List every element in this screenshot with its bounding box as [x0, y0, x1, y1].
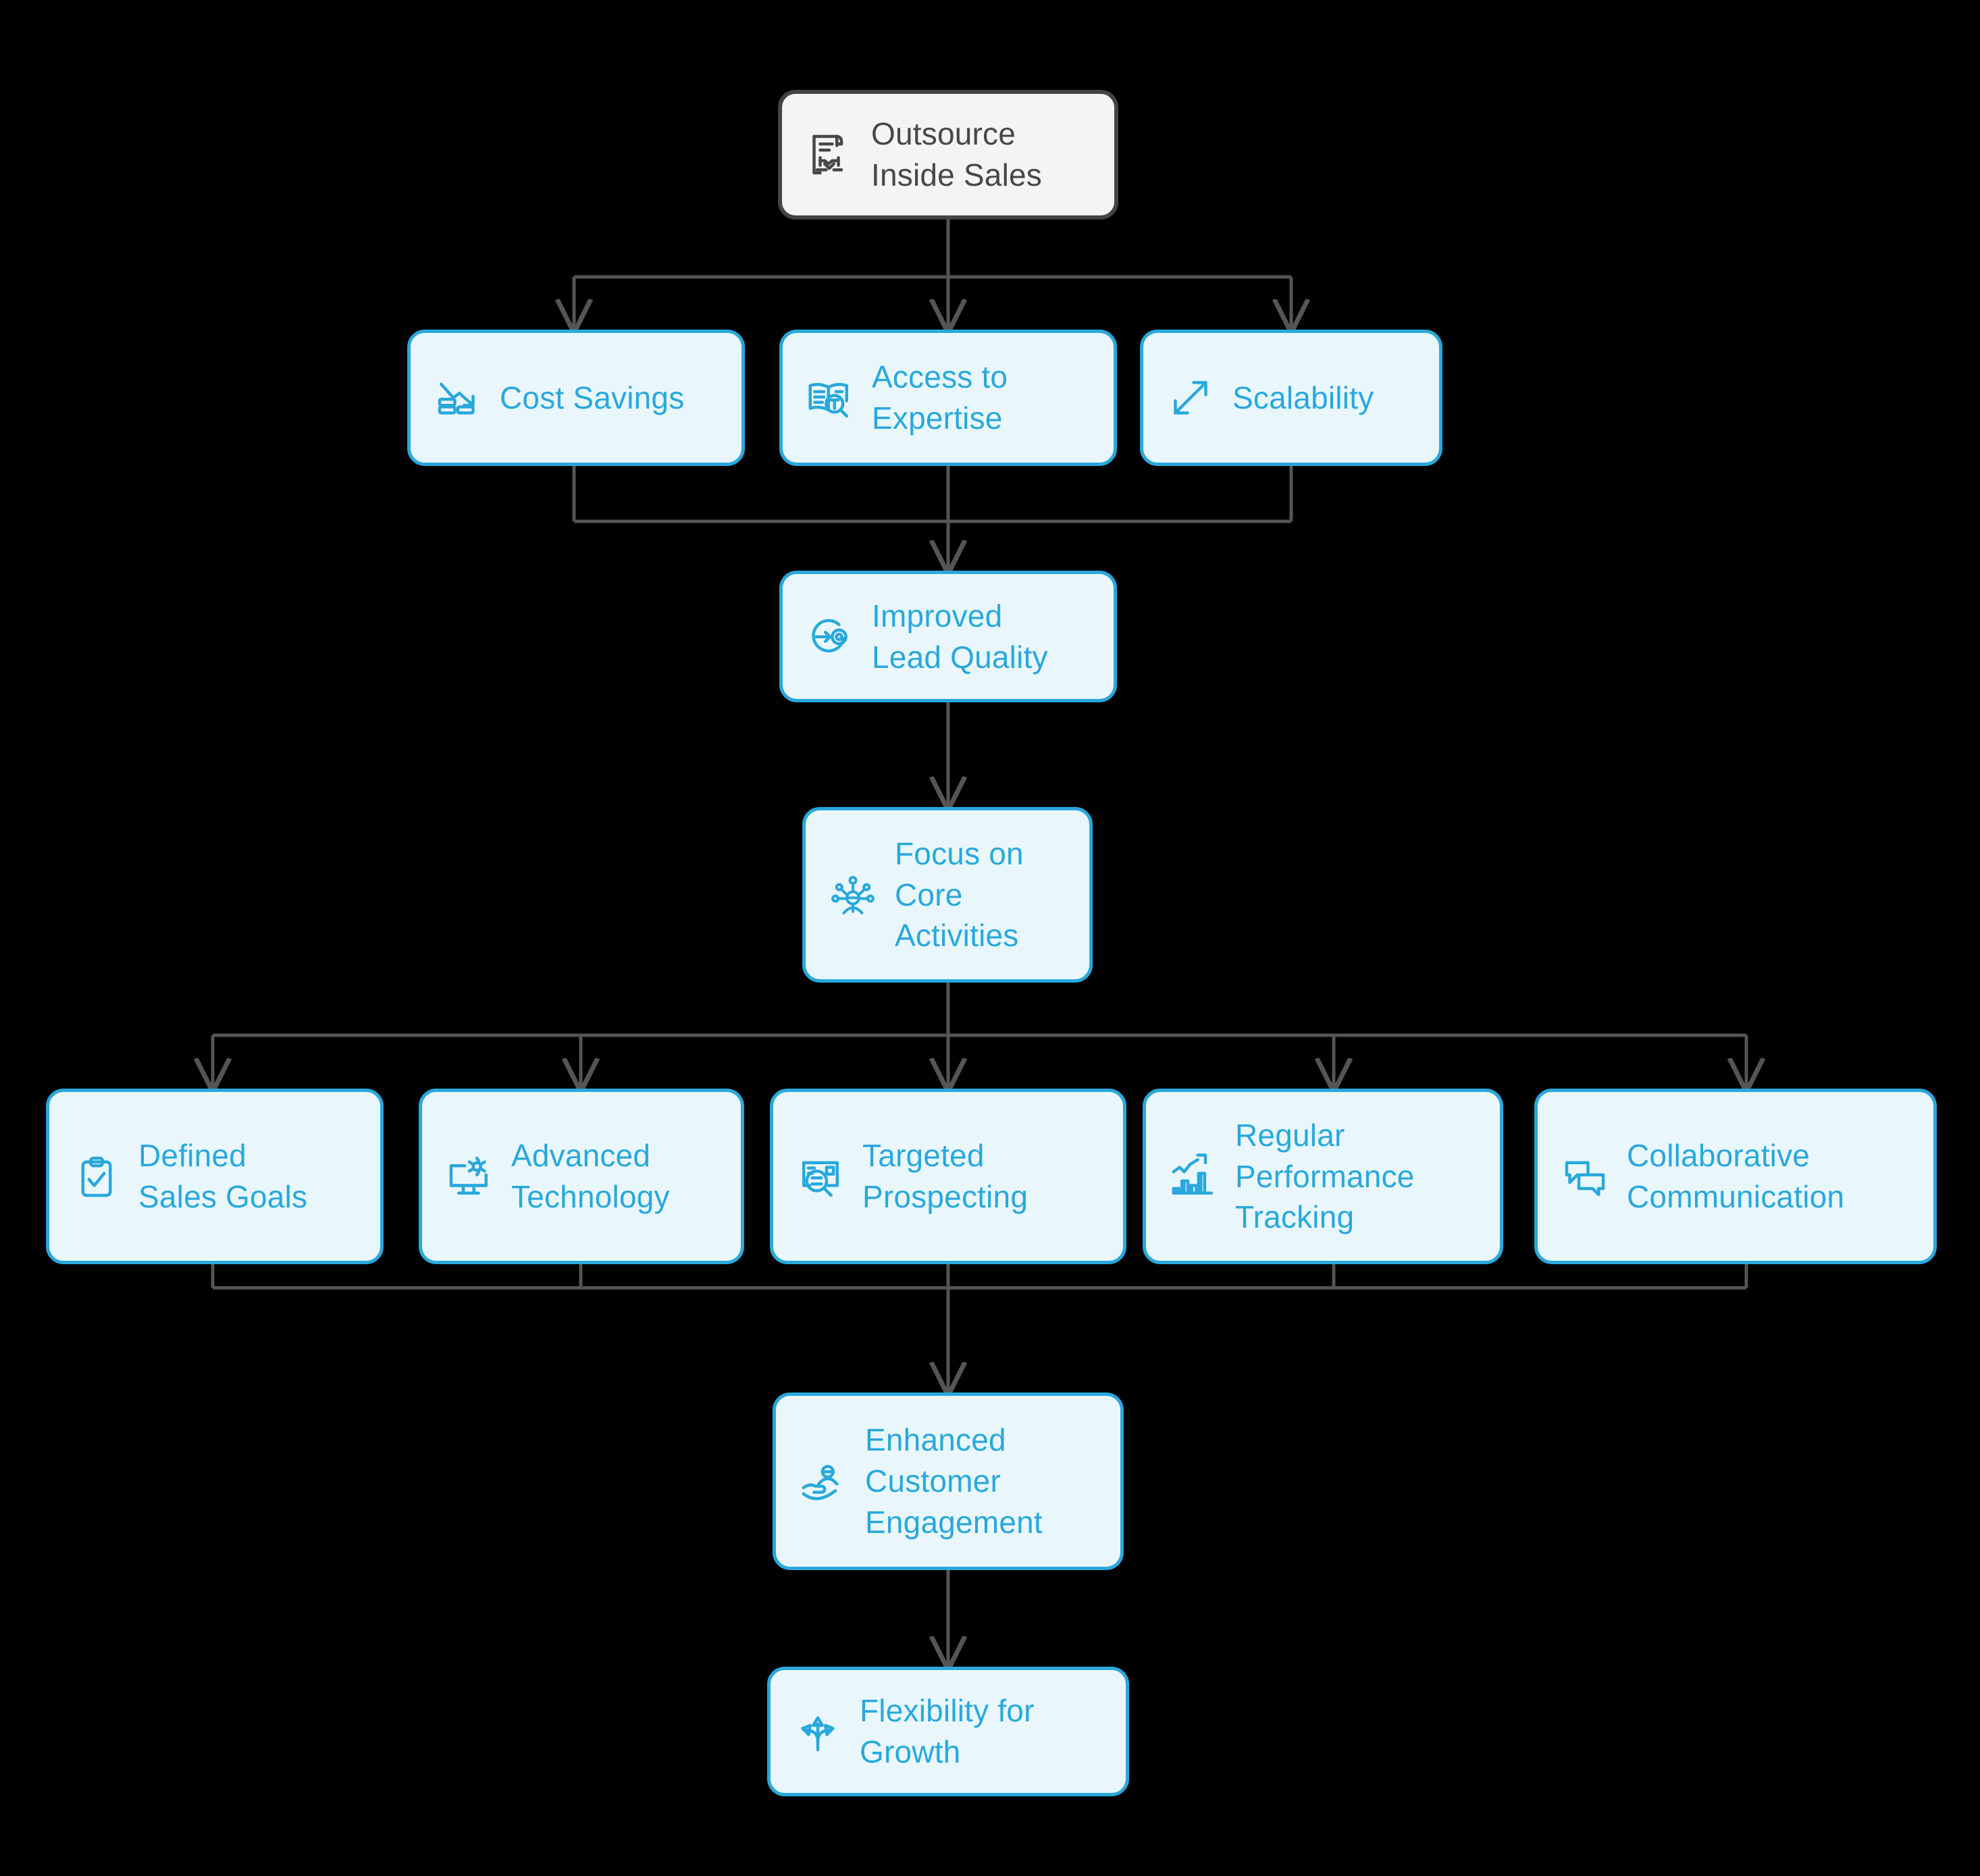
target-arrow-icon [812, 619, 848, 652]
monitor-gear-icon [449, 1156, 488, 1195]
node-flexibility-for-growth[interactable]: Flexibility for Growth [767, 1667, 1129, 1796]
coins-declining-arrow-icon [438, 382, 475, 415]
branching-arrows-icon [801, 1716, 835, 1752]
contract-handshake-icon [812, 134, 843, 175]
node-label: Cost Savings [500, 380, 685, 415]
person-network-icon [831, 876, 875, 915]
node-regular-performance-tracking[interactable]: Regular Performance Tracking [1143, 1089, 1503, 1264]
node-access-to-expertise[interactable]: Access to Expertise [779, 330, 1117, 466]
node-label: Defined Sales Goals [138, 1138, 308, 1214]
node-label: Enhanced Customer Engagement [865, 1422, 1043, 1540]
node-label: Advanced Technology [511, 1138, 670, 1214]
node-label: Outsource Inside Sales [871, 116, 1042, 192]
node-cost-savings[interactable]: Cost Savings [407, 330, 745, 466]
node-improved-lead-quality[interactable]: Improved Lead Quality [779, 571, 1117, 702]
node-label: Regular Performance Tracking [1235, 1117, 1415, 1235]
node-collaborative-communication[interactable]: Collaborative Communication [1534, 1089, 1937, 1264]
node-targeted-prospecting[interactable]: Targeted Prospecting [770, 1089, 1126, 1264]
clipboard-check-icon [81, 1156, 112, 1197]
diagonal-expand-arrows-icon [1174, 381, 1207, 415]
node-focus-on-core-activities[interactable]: Focus on Core Activities [802, 807, 1093, 983]
node-advanced-technology[interactable]: Advanced Technology [419, 1089, 744, 1264]
node-defined-sales-goals[interactable]: Defined Sales Goals [46, 1089, 384, 1264]
node-label: Targeted Prospecting [862, 1138, 1028, 1214]
speech-bubbles-icon [1565, 1161, 1605, 1197]
node-label: Improved Lead Quality [872, 598, 1048, 675]
bar-chart-trend-icon [1172, 1153, 1214, 1195]
node-enhanced-customer-engagement[interactable]: Enhanced Customer Engagement [773, 1392, 1124, 1570]
node-scalability[interactable]: Scalability [1140, 330, 1442, 466]
node-label: Flexibility for Growth [860, 1693, 1035, 1769]
book-magnifier-icon [808, 382, 848, 418]
hand-person-icon [802, 1464, 839, 1500]
document-magnifier-icon [802, 1161, 839, 1197]
node-label: Access to Expertise [872, 359, 1008, 436]
node-label: Focus on Core Activities [895, 835, 1024, 954]
node-label: Scalability [1232, 380, 1374, 415]
node-label: Collaborative Communication [1627, 1138, 1845, 1214]
node-outsource-inside-sales[interactable]: Outsource Inside Sales [778, 90, 1118, 219]
